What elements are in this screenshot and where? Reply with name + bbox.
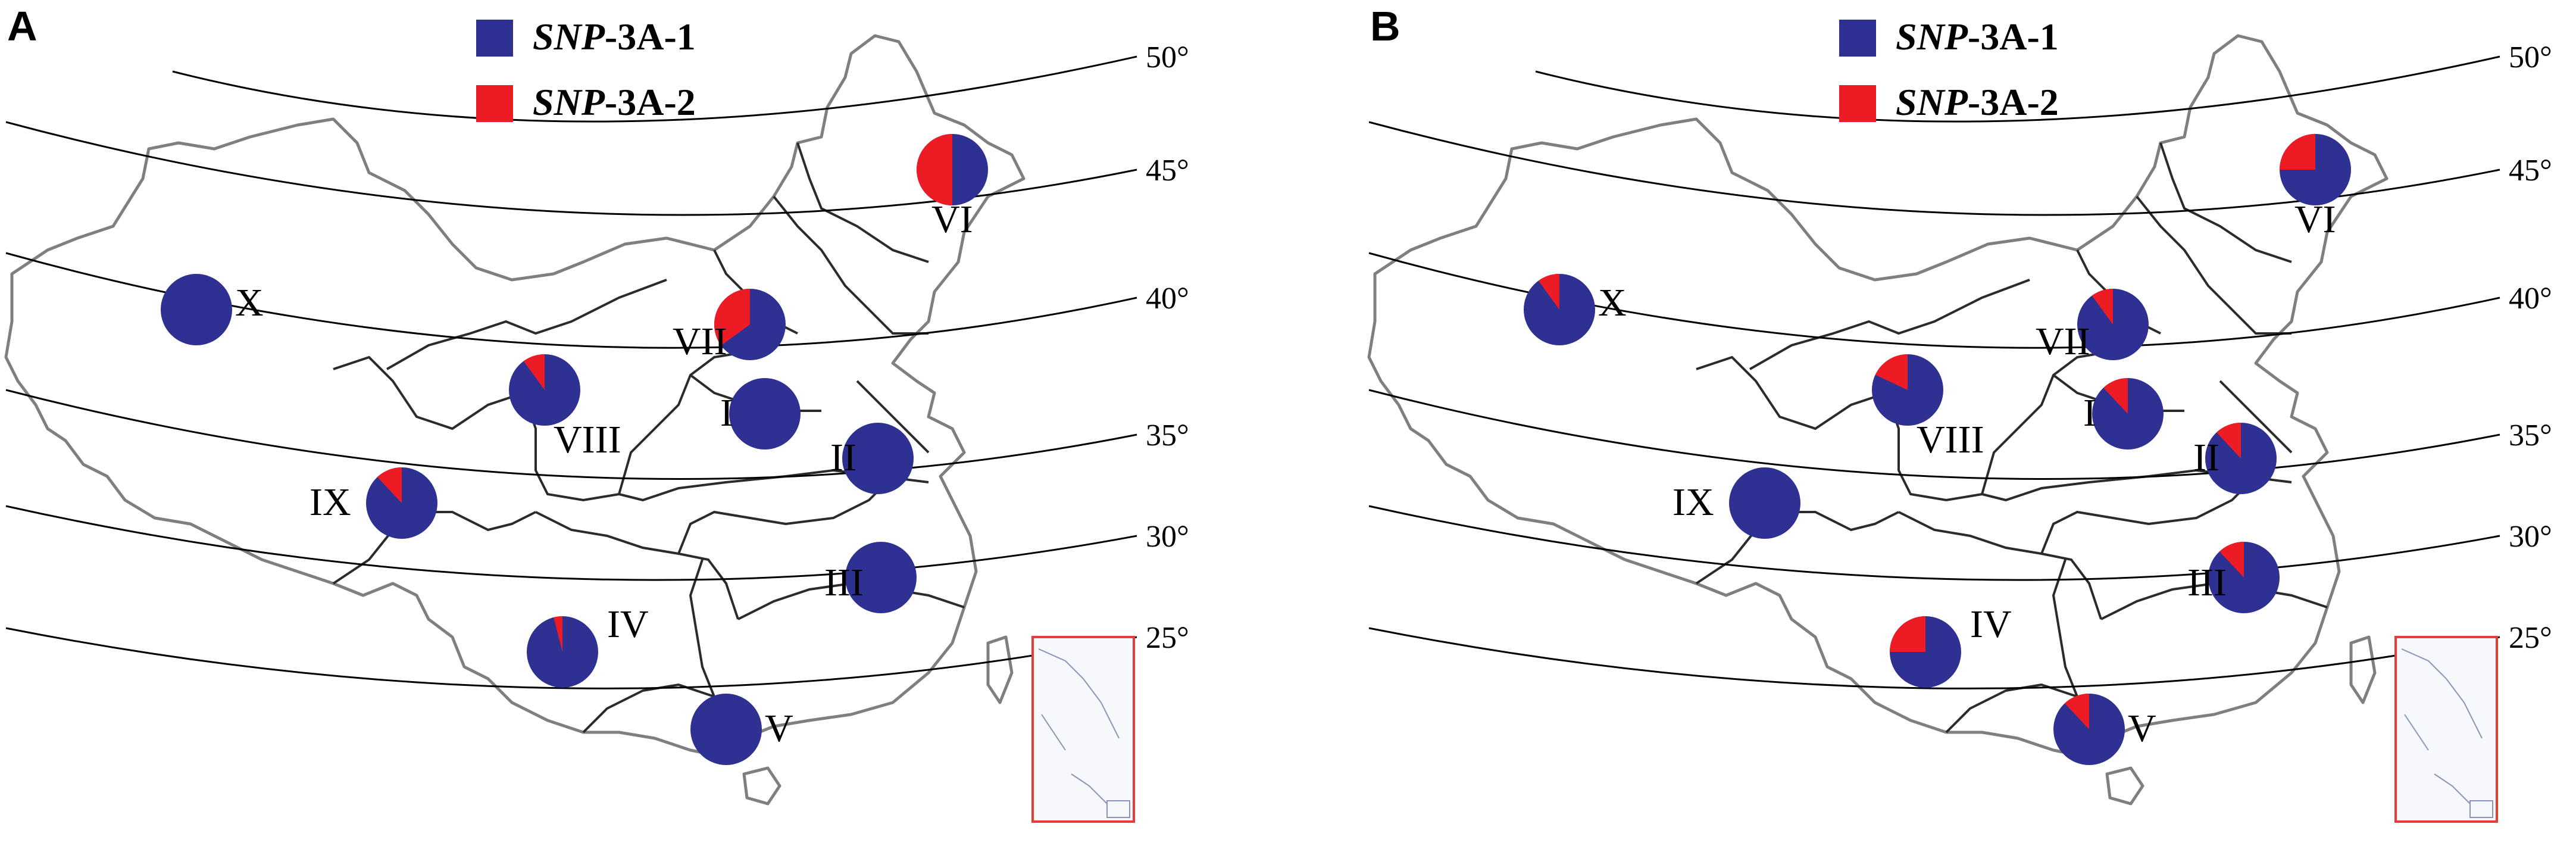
legend-label-italic: SNP <box>533 15 605 58</box>
pie-slice-snp-3a-1 <box>161 274 232 345</box>
legend-label: SNP-3A-2 <box>1896 81 2059 123</box>
pie-chart-iv <box>527 616 598 688</box>
pie-slice-snp-3a-2 <box>917 134 952 205</box>
region-label: VI <box>931 198 973 241</box>
legend-swatch-snp1 <box>1839 20 1876 57</box>
region-label: III <box>2187 561 2227 604</box>
pie-slice-snp-3a-1 <box>690 694 762 765</box>
legend-swatch-snp2 <box>476 85 513 122</box>
pie-slice-snp-3a-2 <box>2103 378 2128 414</box>
latitude-label: 25° <box>1146 621 1189 655</box>
pie-chart-vi <box>2280 134 2351 205</box>
pie-slice-snp-3a-2 <box>1538 274 1559 310</box>
panel-letter: A <box>7 3 37 49</box>
region-label: X <box>235 281 264 324</box>
pie-chart-iii <box>845 542 917 613</box>
region-label: I <box>2083 391 2096 435</box>
region-label: VIII <box>1917 418 1984 461</box>
pie-chart-viii <box>509 354 580 426</box>
region-label: I <box>720 391 733 435</box>
legend-swatch-snp2 <box>1839 85 1876 122</box>
pie-chart-ix <box>1729 467 1800 539</box>
pie-chart-v <box>690 694 762 765</box>
legend-label-rest: -3A-1 <box>605 15 696 58</box>
region-label: IV <box>607 603 649 646</box>
latitude-label: 30° <box>1146 520 1189 554</box>
pie-chart-x <box>1524 274 1595 345</box>
legend-label-italic: SNP <box>533 81 605 123</box>
latitude-label: 45° <box>1146 154 1189 188</box>
pie-chart-i <box>729 378 801 450</box>
pie-slice-snp-3a-2 <box>1890 616 1925 652</box>
pie-chart-ix <box>366 467 437 539</box>
pie-chart-ii <box>842 423 914 494</box>
latitude-label: 25° <box>2509 621 2552 655</box>
pie-slice-snp-3a-2 <box>2280 134 2315 170</box>
region-label: II <box>830 436 856 479</box>
region-label: VI <box>2294 198 2336 241</box>
pie-chart-v <box>2053 694 2125 765</box>
pie-chart-vi <box>917 134 988 205</box>
pie-slice-snp-3a-1 <box>729 378 801 450</box>
legend-label: SNP-3A-2 <box>533 81 696 123</box>
region-label: VIII <box>554 418 621 461</box>
pie-chart-x <box>161 274 232 345</box>
pie-chart-vii <box>2077 289 2149 360</box>
panel-letter: B <box>1370 3 1400 49</box>
pie-slice-snp-3a-2 <box>554 616 562 652</box>
region-label: IX <box>310 480 351 524</box>
pie-slice-snp-3a-2 <box>377 467 402 503</box>
pie-slice-snp-3a-2 <box>2219 542 2244 578</box>
legend-label-rest: -3A-1 <box>1968 15 2059 58</box>
latitude-label: 30° <box>2509 520 2552 554</box>
region-label: III <box>824 561 864 604</box>
pie-chart-iii <box>2208 542 2280 613</box>
legend-label: SNP-3A-1 <box>533 15 696 58</box>
region-label: IX <box>1672 480 1714 524</box>
legend-label-rest: -3A-2 <box>1968 81 2059 123</box>
region-label: V <box>2128 707 2156 750</box>
pie-slice-snp-3a-2 <box>523 354 545 390</box>
pie-slice-snp-3a-2 <box>2064 694 2089 729</box>
pie-chart-iv <box>1890 616 1961 688</box>
legend-label-rest: -3A-2 <box>605 81 696 123</box>
region-label: V <box>765 707 793 750</box>
pie-chart-i <box>2092 378 2164 450</box>
pie-slice-snp-3a-1 <box>845 542 917 613</box>
legend-swatch-snp1 <box>476 20 513 57</box>
pie-slice-snp-3a-2 <box>714 289 750 346</box>
latitude-label: 50° <box>1146 40 1189 74</box>
region-label: IV <box>1970 603 2012 646</box>
pie-slice-snp-3a-2 <box>2092 289 2113 324</box>
latitude-label: 35° <box>2509 419 2552 452</box>
pie-chart-viii <box>1872 354 1943 426</box>
latitude-label: 45° <box>2509 154 2552 188</box>
latitude-label: 35° <box>1146 419 1189 452</box>
latitude-label: 40° <box>1146 282 1189 316</box>
region-label: II <box>2193 436 2219 479</box>
region-label: VII <box>2036 320 2090 363</box>
pie-slice-snp-3a-2 <box>2216 423 2241 458</box>
legend-label-italic: SNP <box>1896 15 1968 58</box>
latitude-label: 50° <box>2509 40 2552 74</box>
pie-slice-snp-3a-2 <box>1875 354 1908 390</box>
pie-chart-ii <box>2205 423 2277 494</box>
legend-label-italic: SNP <box>1896 81 1968 123</box>
legend-label: SNP-3A-1 <box>1896 15 2059 58</box>
region-label: X <box>1598 281 1627 324</box>
region-label: VII <box>673 320 727 363</box>
pie-slice-snp-3a-1 <box>1729 467 1800 539</box>
pie-slice-snp-3a-1 <box>842 423 914 494</box>
pie-chart-vii <box>714 289 786 360</box>
latitude-label: 40° <box>2509 282 2552 316</box>
